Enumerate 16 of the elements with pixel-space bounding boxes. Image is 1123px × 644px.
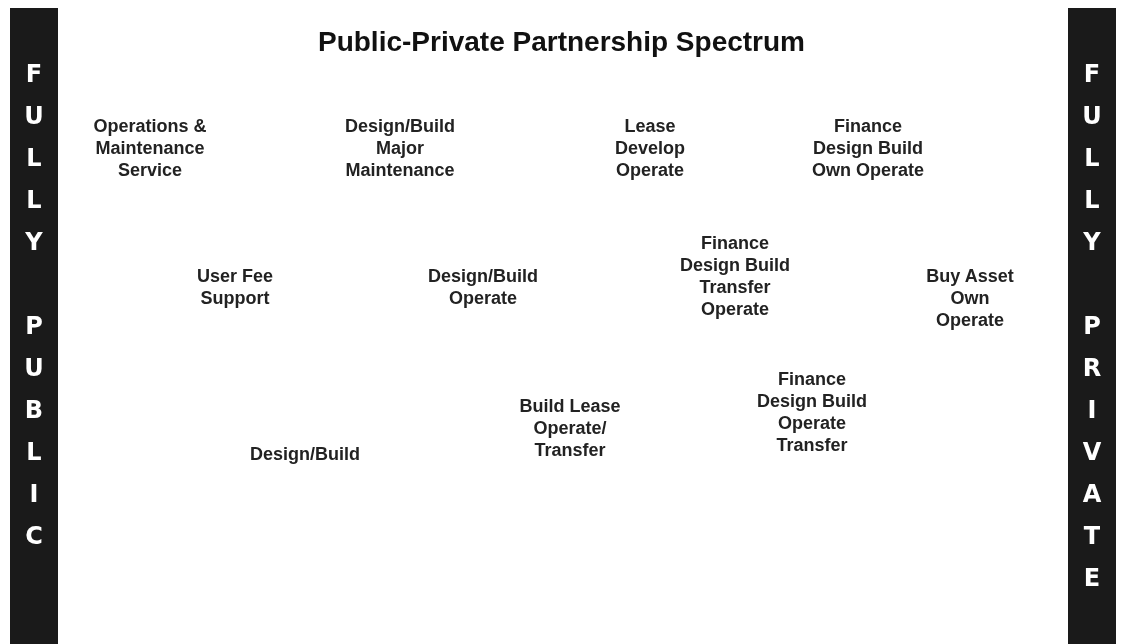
partnership-type-label: Finance Design Build Own Operate <box>811 115 925 181</box>
partnership-type-label: Design/Build Operate <box>427 265 539 309</box>
partnership-type-label: User Fee Support <box>195 265 274 309</box>
partnership-type-label: Finance Design Build Transfer Operate <box>679 232 791 320</box>
partnership-type-label: Finance Design Build Operate Transfer <box>756 368 868 456</box>
band-label: FULLY PUBLIC <box>20 60 48 566</box>
side-band <box>10 8 58 644</box>
title: Public-Private Partnership Spectrum <box>318 26 805 58</box>
partnership-type-label: Lease Develop Operate <box>614 115 686 181</box>
partnership-type-label: Design/Build <box>250 443 360 465</box>
partnership-type-label: Build Lease Operate/ Transfer <box>518 395 622 461</box>
partnership-type-label: Design/Build Major Maintenance <box>344 115 456 181</box>
band-label: FULLY PRIVATE <box>1078 60 1106 608</box>
partnership-type-label: Buy Asset Own Operate <box>925 265 1015 331</box>
partnership-type-label: Operations & Maintenance Service <box>92 115 208 181</box>
side-band <box>1068 8 1116 644</box>
